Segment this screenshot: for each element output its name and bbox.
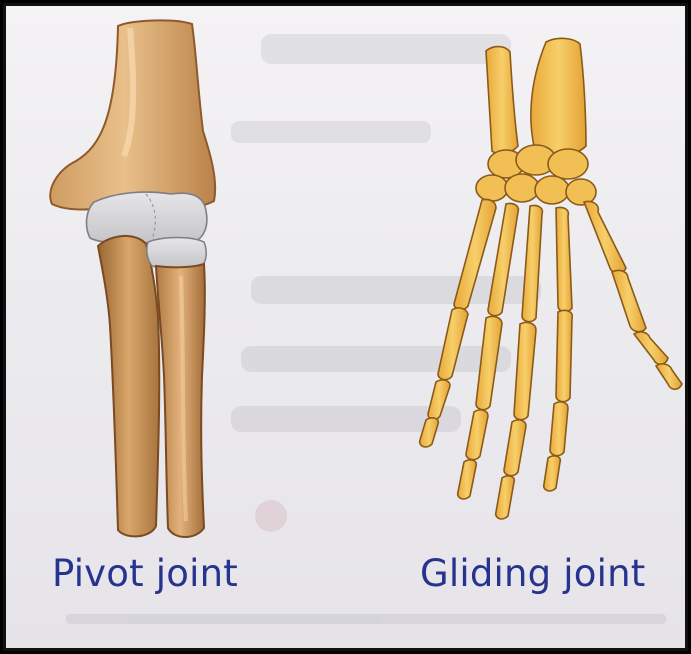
gliding-joint-label: Gliding joint xyxy=(420,552,645,595)
carpal-bones xyxy=(476,145,596,205)
diagram-frame: Pivot joint Gliding joint xyxy=(3,3,688,651)
forearm-bone-ulna xyxy=(486,47,518,154)
ulna-bone xyxy=(98,236,159,536)
radius-head-cartilage xyxy=(147,238,206,270)
pivot-joint-label: Pivot joint xyxy=(52,552,238,595)
forearm-bone-radius xyxy=(531,38,586,156)
phalanx-bones xyxy=(420,270,682,519)
pivot-joint-illustration xyxy=(50,20,215,537)
joint-cartilage xyxy=(87,192,207,244)
